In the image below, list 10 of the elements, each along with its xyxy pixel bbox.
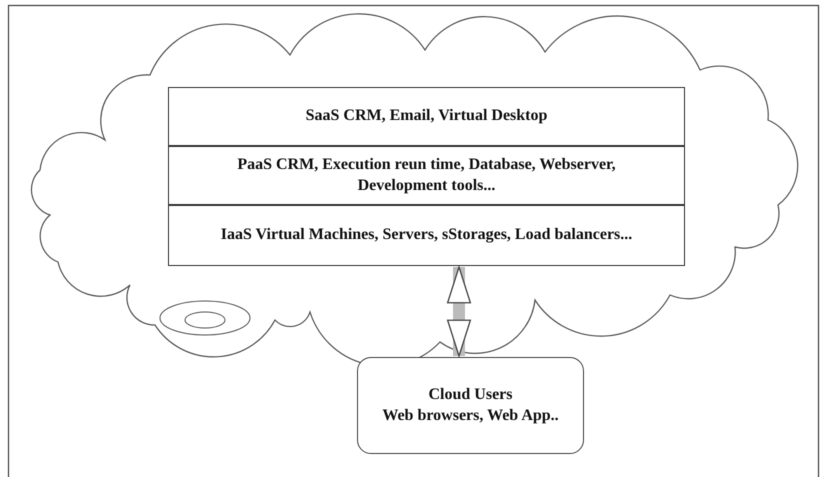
box-heading: Cloud Users	[428, 384, 512, 405]
box-text: SaaS CRM, Email, Virtual Desktop	[306, 106, 548, 126]
user-box	[357, 357, 584, 454]
layer-box	[168, 146, 685, 205]
box-text: IaaS Virtual Machines, Servers, sStorages, Load balancers...	[220, 225, 632, 246]
box-text: PaaS CRM, Execution reun time, Database, Webserver, Development tools...	[236, 154, 617, 196]
layer-box	[168, 87, 685, 146]
layer-box	[168, 205, 685, 266]
box-text: Web browsers, Web App..	[382, 406, 559, 426]
double-arrow	[446, 266, 472, 357]
